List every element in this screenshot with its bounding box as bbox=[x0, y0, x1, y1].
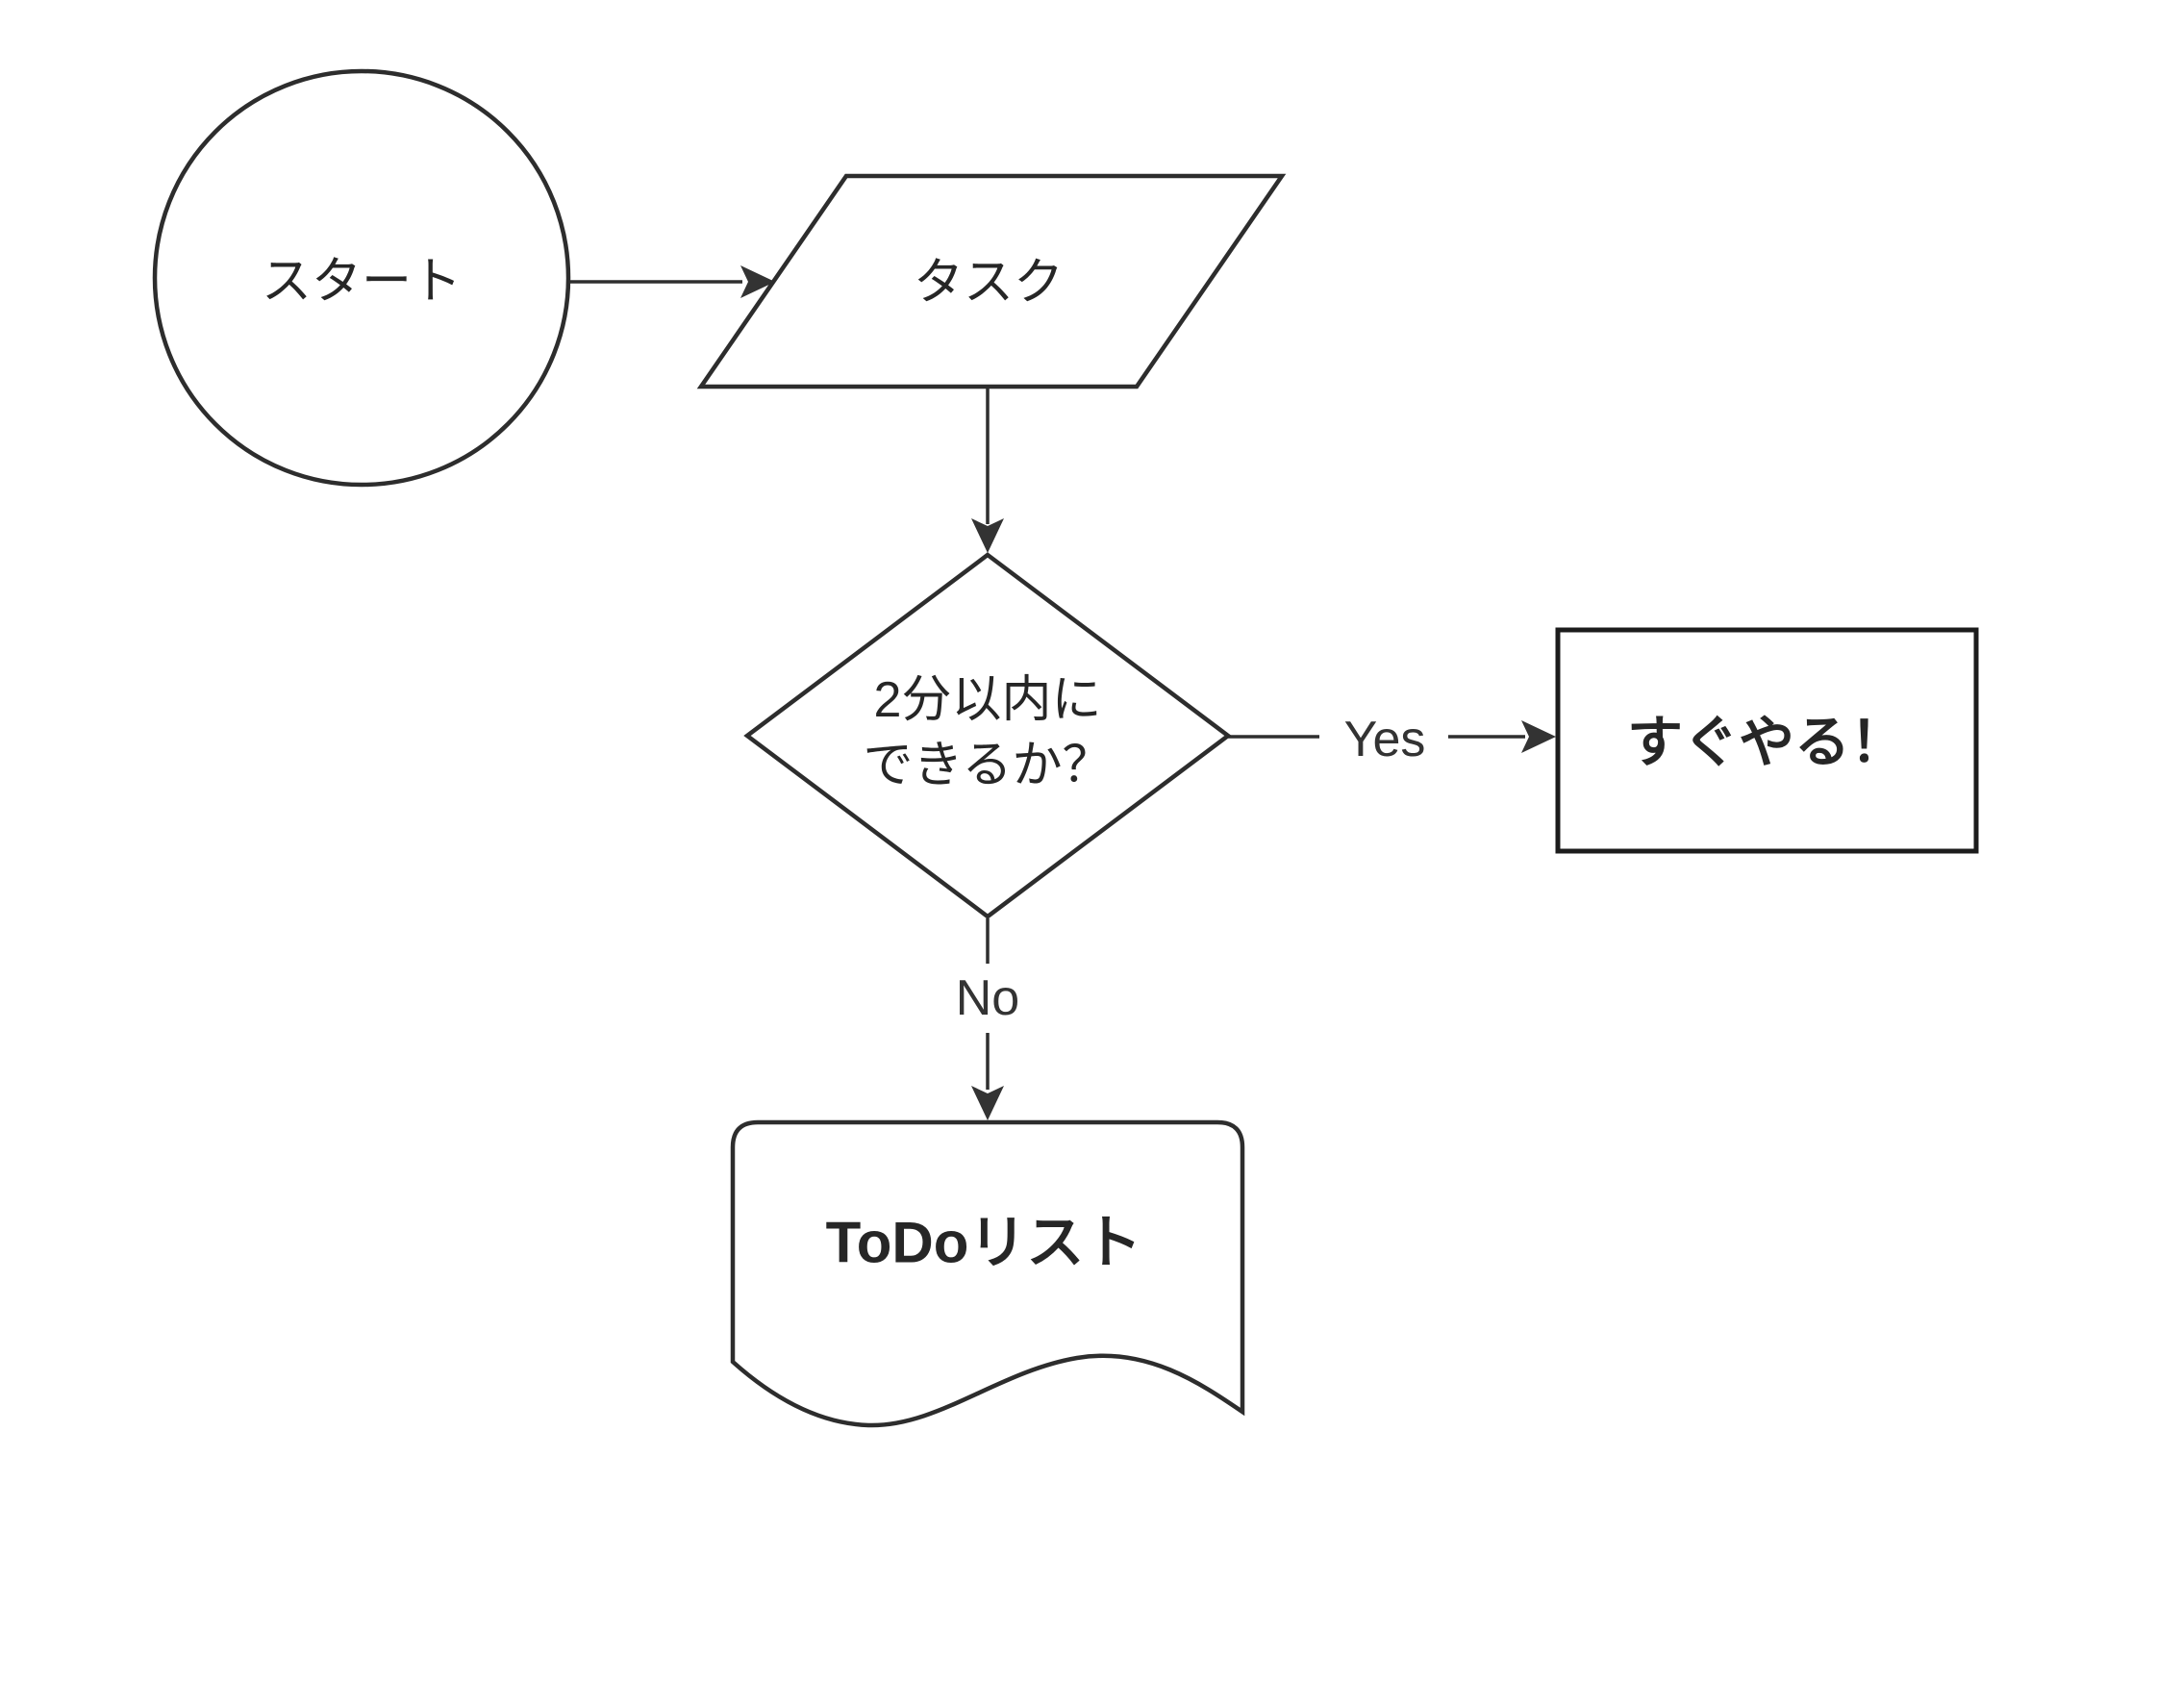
edge-start-to-task bbox=[568, 265, 775, 298]
node-start: スタート bbox=[152, 68, 571, 488]
decision-node-label-line2: できるか？ bbox=[864, 738, 1113, 793]
decision-node-shape bbox=[743, 552, 1232, 919]
task-node-shape bbox=[696, 173, 1287, 389]
todo-list-node-shape bbox=[730, 1119, 1245, 1428]
decision-node-label-line1: 2分以内に bbox=[874, 672, 1102, 728]
edge-label-no: No bbox=[956, 970, 1019, 1026]
arrowhead-icon bbox=[1521, 720, 1556, 753]
start-node-label: スタート bbox=[262, 254, 462, 310]
node-task: タスク bbox=[696, 173, 1287, 389]
edge-label-yes: Yes bbox=[1344, 712, 1426, 767]
edge-decision-no: No bbox=[956, 918, 1019, 1120]
node-do-it-now: すぐやる！ bbox=[1555, 627, 1979, 854]
edge-decision-yes: Yes bbox=[1228, 712, 1556, 767]
node-todo-list: ToDoリスト bbox=[730, 1119, 1245, 1428]
do-it-now-node-label: すぐやる！ bbox=[1627, 712, 1906, 774]
do-it-now-node-shape bbox=[1555, 627, 1979, 854]
task-node-label: タスク bbox=[914, 255, 1064, 311]
arrowhead-icon bbox=[971, 1086, 1004, 1120]
todo-list-node-label: ToDoリスト bbox=[826, 1211, 1142, 1275]
node-decision: 2分以内に できるか？ bbox=[743, 552, 1232, 919]
arrowhead-icon bbox=[971, 518, 1004, 553]
edge-task-to-decision bbox=[971, 389, 1004, 553]
arrowhead-icon bbox=[740, 265, 775, 298]
start-node-shape bbox=[152, 68, 571, 488]
